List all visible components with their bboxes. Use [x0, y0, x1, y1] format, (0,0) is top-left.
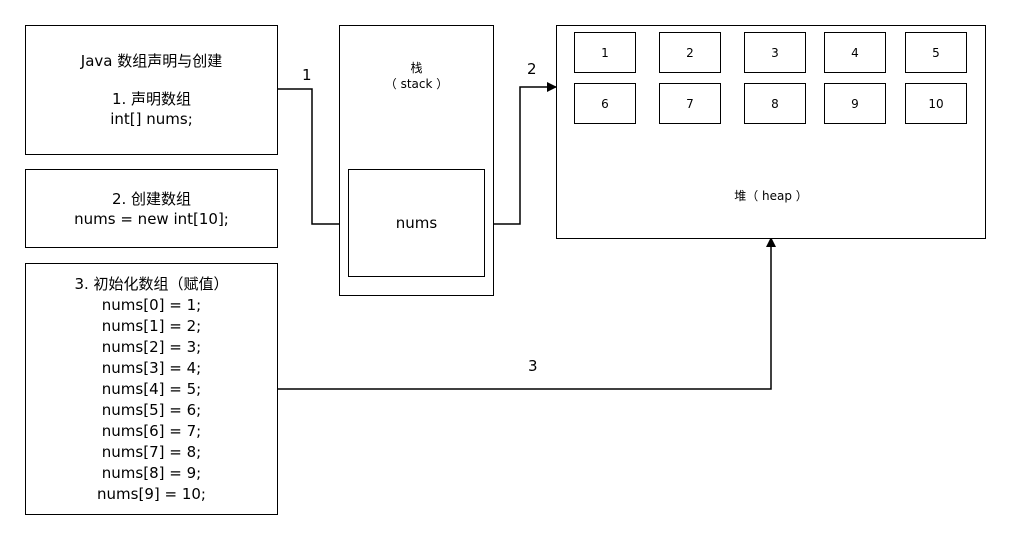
arrow-2-label: 2	[527, 60, 537, 78]
arrow-1-line	[277, 88, 349, 229]
declare-step: 1. 声明数组	[111, 90, 192, 108]
heap-cell: 3	[744, 32, 806, 73]
heap-label: 堆（ heap ）	[734, 189, 808, 203]
declare-title: Java 数组声明与创建	[80, 52, 223, 70]
heap-cell: 8	[744, 83, 806, 124]
declare-box: Java 数组声明与创建 1. 声明数组 int[] nums;	[25, 25, 278, 155]
create-code: nums = new int[10];	[74, 209, 229, 228]
create-step: 2. 创建数组	[111, 189, 192, 208]
init-line: nums[5] = 6;	[101, 400, 202, 419]
init-line: nums[4] = 5;	[101, 379, 202, 398]
stack-title: 栈	[410, 61, 423, 75]
heap-cell: 9	[824, 83, 886, 124]
arrow-3-label: 3	[528, 357, 538, 375]
arrow-3-line	[277, 237, 776, 390]
heap-cell: 2	[659, 32, 721, 73]
init-line: nums[3] = 4;	[101, 358, 202, 377]
heap-cell: 6	[574, 83, 636, 124]
heap-cell: 10	[905, 83, 967, 124]
arrow-1-label: 1	[302, 66, 312, 84]
stack-var-nums: nums	[348, 169, 485, 277]
init-line: nums[1] = 2;	[101, 316, 202, 335]
stack-var-label: nums	[395, 214, 438, 232]
arrow-2-line	[485, 82, 557, 225]
init-line: nums[9] = 10;	[97, 484, 206, 503]
heap-cell: 5	[905, 32, 967, 73]
stack-subtitle: （ stack ）	[384, 77, 449, 91]
init-box: 3. 初始化数组（赋值） nums[0] = 1; nums[1] = 2; n…	[25, 263, 278, 515]
init-step: 3. 初始化数组（赋值）	[74, 274, 229, 293]
init-line: nums[0] = 1;	[101, 295, 202, 314]
init-line: nums[7] = 8;	[101, 442, 202, 461]
init-line: nums[2] = 3;	[101, 337, 202, 356]
heap-cell: 7	[659, 83, 721, 124]
init-line: nums[6] = 7;	[101, 421, 202, 440]
heap-cell: 4	[824, 32, 886, 73]
heap-cell: 1	[574, 32, 636, 73]
create-box: 2. 创建数组 nums = new int[10];	[25, 169, 278, 248]
init-line: nums[8] = 9;	[101, 463, 202, 482]
declare-code: int[] nums;	[110, 110, 193, 128]
